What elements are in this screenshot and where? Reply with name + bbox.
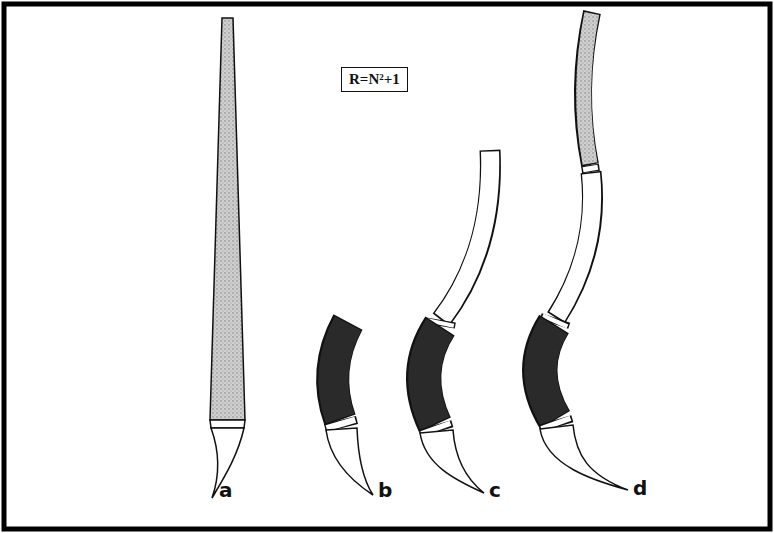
appendage-d (540, 12, 628, 490)
frame (4, 4, 770, 529)
figure-letter: d (633, 476, 647, 500)
appendage-c (420, 150, 490, 493)
appendage-b (326, 322, 373, 495)
formula-box: R=N²+1 (341, 67, 408, 92)
appendage-a (210, 18, 245, 498)
figure-letter: a (219, 478, 233, 502)
figure-letter: b (378, 478, 392, 502)
formula-text: R=N²+1 (349, 71, 400, 88)
figure-letter: c (489, 478, 501, 502)
